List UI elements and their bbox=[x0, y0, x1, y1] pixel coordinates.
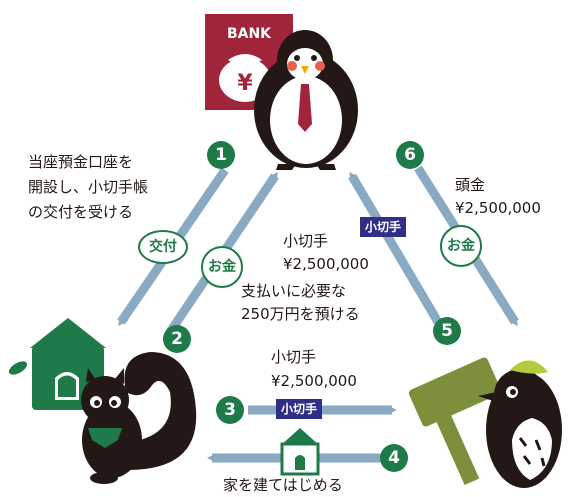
step-3-text-line2: ¥2,500,000 bbox=[271, 372, 357, 390]
step-6-bubble: お金 bbox=[440, 225, 482, 267]
step-6-number: 6 bbox=[396, 141, 424, 169]
step-2-text-line2: 250万円を預ける bbox=[241, 305, 360, 323]
small-house-icon bbox=[280, 428, 320, 476]
woodpecker-with-hammer-icon bbox=[408, 357, 562, 488]
step-2-bubble: お金 bbox=[201, 246, 243, 288]
step-1-text-line1: 当座預金口座を bbox=[28, 153, 134, 171]
step-3-number: 3 bbox=[216, 396, 244, 424]
step-3-text-line1: 小切手 bbox=[271, 348, 317, 366]
yen-sign: ¥ bbox=[237, 71, 253, 96]
step-5-text-line1: 小切手 bbox=[283, 232, 329, 250]
penguin-banker-icon bbox=[254, 30, 358, 170]
step-5-check-badge: 小切手 bbox=[360, 217, 407, 237]
step-4-number: 4 bbox=[380, 444, 408, 472]
step-5-number: 5 bbox=[433, 317, 461, 345]
step-2-number: 2 bbox=[163, 325, 191, 353]
step-4-text: 家を建てはじめる bbox=[223, 476, 343, 494]
squirrel-with-house-icon bbox=[8, 318, 197, 484]
step-1-text-line2: 開設し、小切手帳 bbox=[28, 178, 149, 196]
step-6-text-line2: ¥2,500,000 bbox=[455, 199, 541, 217]
step-2-text-line1: 支払いに必要な bbox=[241, 282, 347, 300]
step-6-text-line1: 頭金 bbox=[455, 176, 486, 194]
step-1-bubble: 交付 bbox=[138, 230, 188, 264]
step-5-text-line2: ¥2,500,000 bbox=[283, 255, 369, 273]
bank-sign-text: BANK bbox=[227, 26, 272, 42]
step-1-text-line3: の交付を受ける bbox=[28, 203, 134, 221]
arrow-step5 bbox=[348, 171, 442, 325]
step-3-check-badge: 小切手 bbox=[276, 399, 323, 419]
step-1-number: 1 bbox=[207, 141, 235, 169]
